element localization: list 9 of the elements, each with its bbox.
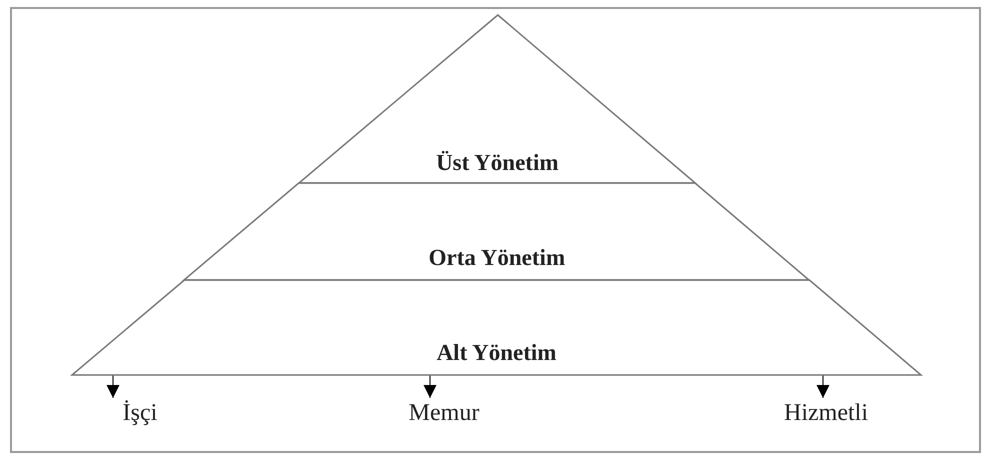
level-label: Üst Yönetim <box>435 149 560 177</box>
level-label: Orta Yönetim <box>428 244 566 272</box>
role-label: Hizmetli <box>784 400 868 427</box>
arrow <box>424 374 436 398</box>
level-label: Alt Yönetim <box>436 339 558 367</box>
arrow <box>106 374 120 398</box>
arrow <box>816 374 830 398</box>
role-label: İşçi <box>122 400 158 427</box>
role-label: Memur <box>408 400 480 427</box>
